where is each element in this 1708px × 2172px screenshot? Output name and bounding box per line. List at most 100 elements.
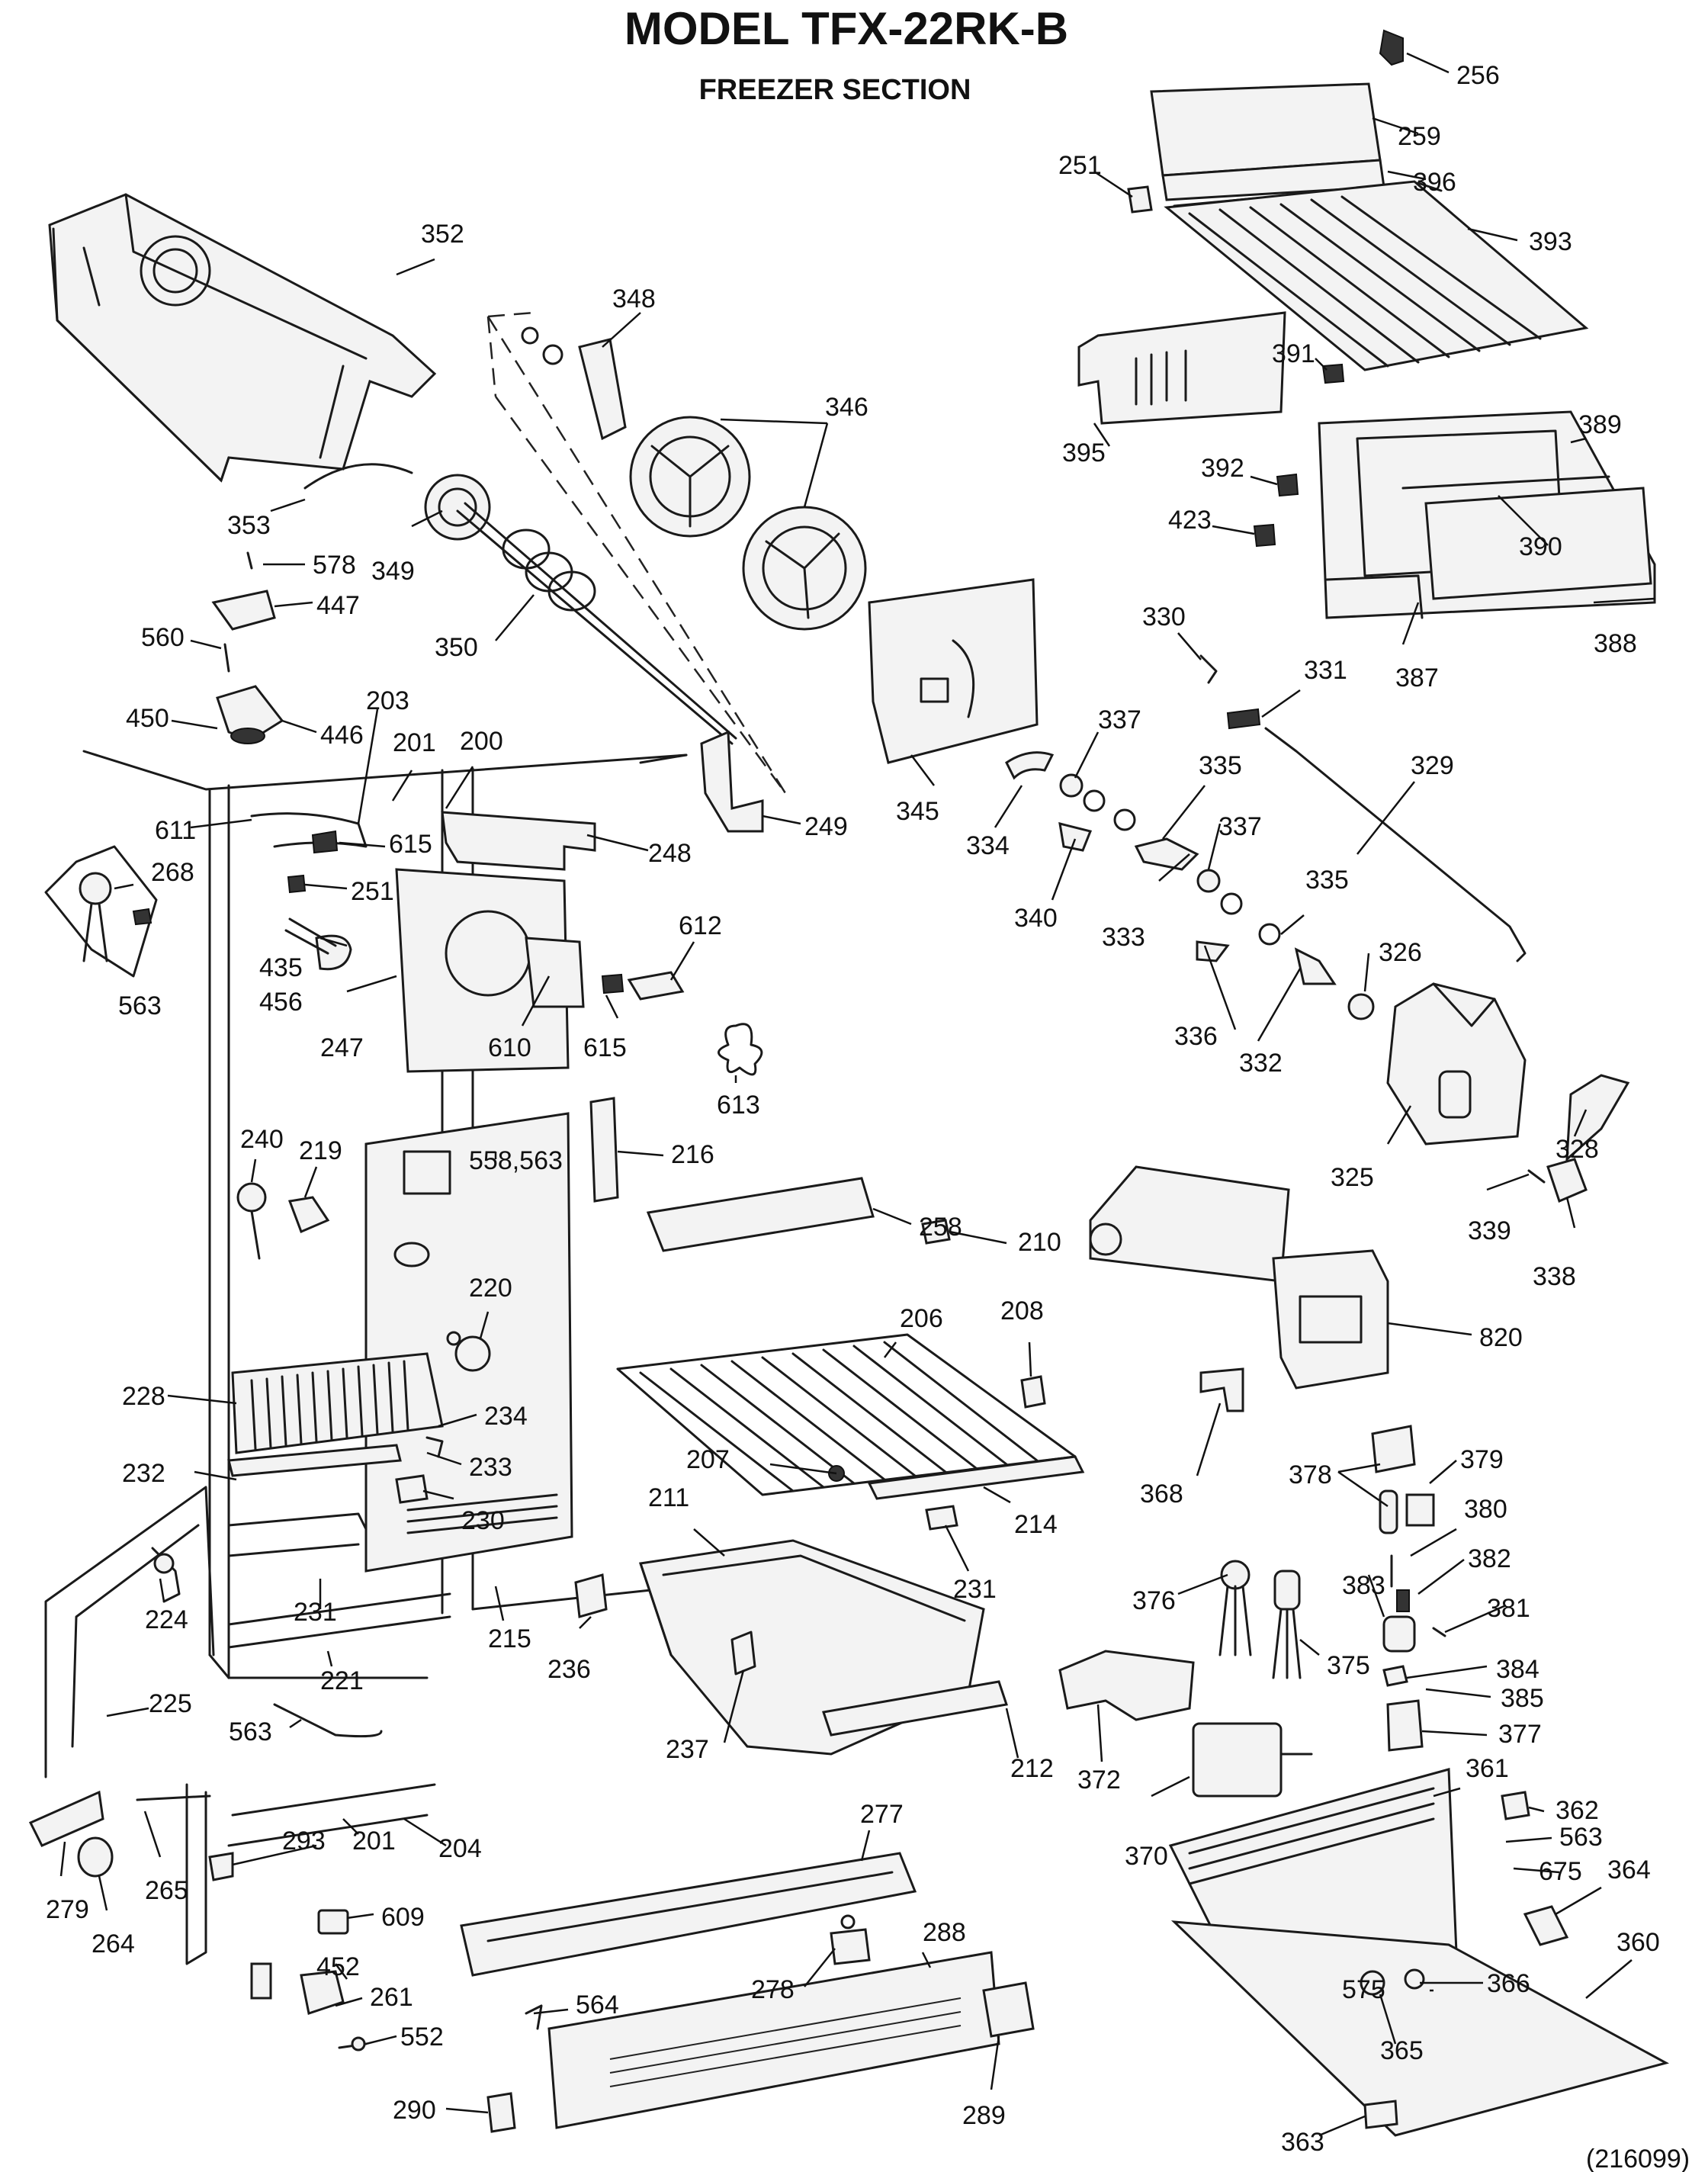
callout-325: 325 [1331, 1163, 1374, 1192]
dispenser-housing [1318, 410, 1656, 619]
callout-201: 201 [393, 728, 436, 757]
callout-362: 362 [1556, 1796, 1599, 1825]
callout-615-top: 615 [389, 830, 432, 859]
callout-346: 346 [825, 393, 868, 422]
callout-392: 392 [1201, 454, 1244, 483]
clip-391 [1321, 363, 1345, 384]
callout-228: 228 [122, 1382, 165, 1411]
leader-lines [59, 52, 1655, 2137]
callout-332: 332 [1239, 1049, 1283, 1078]
callout-609: 609 [381, 1903, 425, 1932]
drain-trough [44, 1486, 451, 1778]
callout-365: 365 [1380, 2036, 1424, 2065]
ice-bucket-352 [48, 193, 437, 483]
evaporator-228 [227, 1352, 444, 1557]
callout-232: 232 [122, 1459, 165, 1488]
callout-366: 366 [1487, 1969, 1530, 1998]
plug-423 [1253, 523, 1276, 548]
callout-207: 207 [686, 1445, 730, 1474]
callout-563-right: 563 [1559, 1823, 1603, 1852]
callout-389: 389 [1578, 410, 1622, 439]
callout-349: 349 [371, 557, 415, 586]
callout-353: 353 [227, 511, 271, 540]
callout-237: 237 [666, 1735, 709, 1764]
icemaker-820 [1089, 1165, 1389, 1390]
callout-277: 277 [860, 1800, 904, 1829]
callout-289: 289 [962, 2101, 1006, 2130]
callout-820: 820 [1479, 1323, 1523, 1352]
callout-337-top: 337 [1098, 705, 1141, 734]
callout-368: 368 [1140, 1480, 1183, 1509]
callout-337-mid: 337 [1218, 812, 1262, 841]
callout-230: 230 [461, 1506, 505, 1535]
callout-348: 348 [612, 284, 656, 313]
deflector-328 [1565, 1074, 1630, 1162]
callout-435: 435 [259, 953, 303, 982]
callout-610: 610 [488, 1033, 531, 1062]
diagram-title: MODEL TFX-22RK-B [624, 3, 1068, 54]
callout-361: 361 [1466, 1754, 1509, 1783]
callout-456: 456 [259, 988, 303, 1017]
callout-452: 452 [316, 1952, 360, 1981]
callout-615-bottom: 615 [583, 1033, 627, 1062]
callout-333: 333 [1102, 923, 1145, 952]
callout-352: 352 [421, 220, 464, 249]
callout-395: 395 [1062, 439, 1106, 467]
lower-left-hardware [28, 1783, 436, 1965]
callout-326: 326 [1379, 938, 1422, 967]
callout-251-mid: 251 [351, 877, 394, 906]
callout-224: 224 [145, 1605, 188, 1634]
callout-393: 393 [1529, 227, 1572, 256]
callout-247: 247 [320, 1033, 364, 1062]
switch-hardware [250, 1909, 368, 2052]
side-bracket-395 [1077, 311, 1286, 425]
callout-381: 381 [1487, 1594, 1530, 1623]
thermostat-inset [44, 845, 158, 978]
auger-plate-345 [868, 578, 1039, 764]
callout-391: 391 [1272, 339, 1315, 368]
callout-380: 380 [1464, 1495, 1507, 1524]
callout-376: 376 [1132, 1586, 1176, 1615]
bucket-wire-353 [303, 463, 413, 490]
callout-578: 578 [313, 551, 356, 580]
callout-384: 384 [1496, 1655, 1539, 1684]
callout-363: 363 [1281, 2128, 1324, 2157]
callout-203: 203 [366, 686, 409, 715]
callout-552: 552 [400, 2023, 444, 2052]
callout-336: 336 [1174, 1022, 1218, 1051]
callout-215: 215 [488, 1624, 531, 1653]
heater-wires [1218, 1560, 1302, 1679]
callout-268: 268 [151, 858, 194, 887]
callout-360: 360 [1616, 1928, 1660, 1957]
clip-392 [1276, 473, 1299, 497]
bracket-249 [700, 730, 764, 833]
wire-shelf-206 [616, 1333, 1085, 1531]
callout-450: 450 [126, 704, 169, 733]
callout-563-mid: 563 [229, 1717, 272, 1746]
bracket-338 [1546, 1158, 1588, 1203]
callout-372: 372 [1077, 1766, 1121, 1794]
diagram-subtitle: FREEZER SECTION [699, 74, 971, 106]
callout-387: 387 [1395, 663, 1439, 692]
callout-377: 377 [1498, 1720, 1542, 1749]
cam-gears [1005, 751, 1375, 1020]
callout-339: 339 [1468, 1216, 1511, 1245]
callout-219: 219 [299, 1136, 342, 1165]
callout-221: 221 [320, 1666, 364, 1695]
callout-204: 204 [438, 1834, 482, 1863]
callout-345: 345 [896, 797, 939, 826]
callout-423: 423 [1168, 506, 1212, 535]
callout-251: 251 [1058, 151, 1102, 180]
callout-208: 208 [1000, 1296, 1044, 1325]
callout-293: 293 [282, 1827, 326, 1856]
callout-338: 338 [1533, 1262, 1576, 1291]
callout-340: 340 [1014, 904, 1058, 933]
callout-236: 236 [547, 1655, 591, 1684]
dispenser-base [1058, 1650, 1670, 2137]
callout-225: 225 [149, 1689, 192, 1718]
callout-378: 378 [1289, 1460, 1332, 1489]
callout-382: 382 [1468, 1544, 1511, 1573]
callout-329: 329 [1411, 751, 1454, 780]
callout-350: 350 [435, 633, 478, 662]
